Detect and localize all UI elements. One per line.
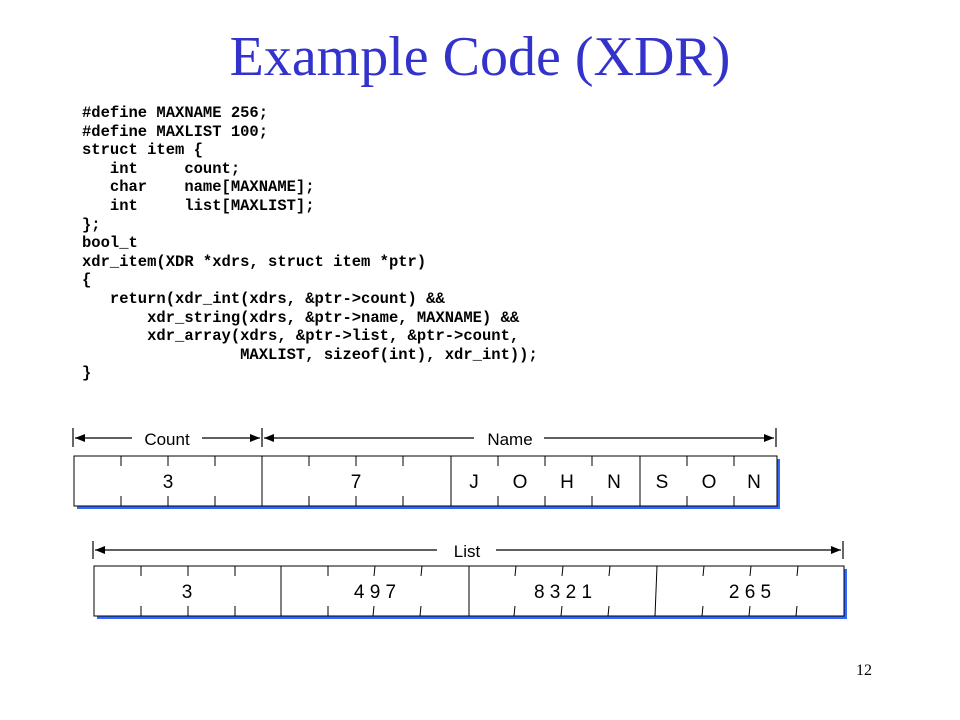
cell-value: S bbox=[656, 472, 669, 493]
code-line: xdr_array(xdrs, &ptr->list, &ptr->count, bbox=[82, 327, 520, 346]
cell-value: 2 6 5 bbox=[729, 582, 771, 603]
code-line: }; bbox=[82, 215, 101, 234]
code-line: int count; bbox=[82, 159, 241, 178]
list-values: 3 4 9 7 8 3 2 1 2 6 5 bbox=[182, 582, 771, 603]
code-line: xdr_item(XDR *xdrs, struct item *ptr) bbox=[82, 252, 427, 271]
cell-value: 3 bbox=[163, 472, 174, 493]
cell-value: 3 bbox=[182, 582, 193, 603]
code-line: struct item { bbox=[82, 141, 203, 160]
code-line: char name[MAXNAME]; bbox=[82, 178, 315, 197]
code-line: } bbox=[82, 364, 92, 383]
code-line: return(xdr_int(xdrs, &ptr->count) && bbox=[82, 289, 445, 308]
cell-value: N bbox=[747, 472, 761, 493]
count-name-diagram: Count Name bbox=[72, 428, 780, 509]
cell-value: J bbox=[469, 472, 479, 493]
slide-number: 12 bbox=[856, 662, 872, 679]
count-name-values: 3 7 J O H N S O N bbox=[163, 472, 761, 493]
code-line: int list[MAXLIST]; bbox=[82, 196, 315, 215]
word-boundary bbox=[654, 565, 658, 617]
code-line: xdr_string(xdrs, &ptr->name, MAXNAME) && bbox=[82, 308, 520, 327]
list-label: List bbox=[454, 542, 481, 561]
cell-value: O bbox=[513, 472, 528, 493]
code-line: MAXLIST, sizeof(int), xdr_int)); bbox=[82, 345, 538, 364]
cell-value: N bbox=[607, 472, 621, 493]
code-block: #define MAXNAME 256;#define MAXLIST 100;… bbox=[82, 104, 538, 383]
count-label: Count bbox=[144, 430, 190, 449]
cell-value: 7 bbox=[351, 472, 362, 493]
code-line: bool_t bbox=[82, 234, 138, 253]
slide-title: Example Code (XDR) bbox=[229, 26, 731, 88]
code-line: { bbox=[82, 271, 92, 290]
list-diagram: List bbox=[92, 541, 847, 619]
byte-ticks bbox=[120, 456, 735, 506]
code-line: #define MAXLIST 100; bbox=[82, 122, 269, 141]
cell-value: O bbox=[702, 472, 717, 493]
name-label: Name bbox=[487, 430, 532, 449]
cell-value: H bbox=[560, 472, 574, 493]
byte-ticks bbox=[140, 565, 799, 617]
cell-value: 4 9 7 bbox=[354, 582, 396, 603]
code-line: #define MAXNAME 256; bbox=[82, 104, 269, 122]
cell-value: 8 3 2 1 bbox=[534, 582, 592, 603]
count-name-box bbox=[73, 455, 778, 507]
